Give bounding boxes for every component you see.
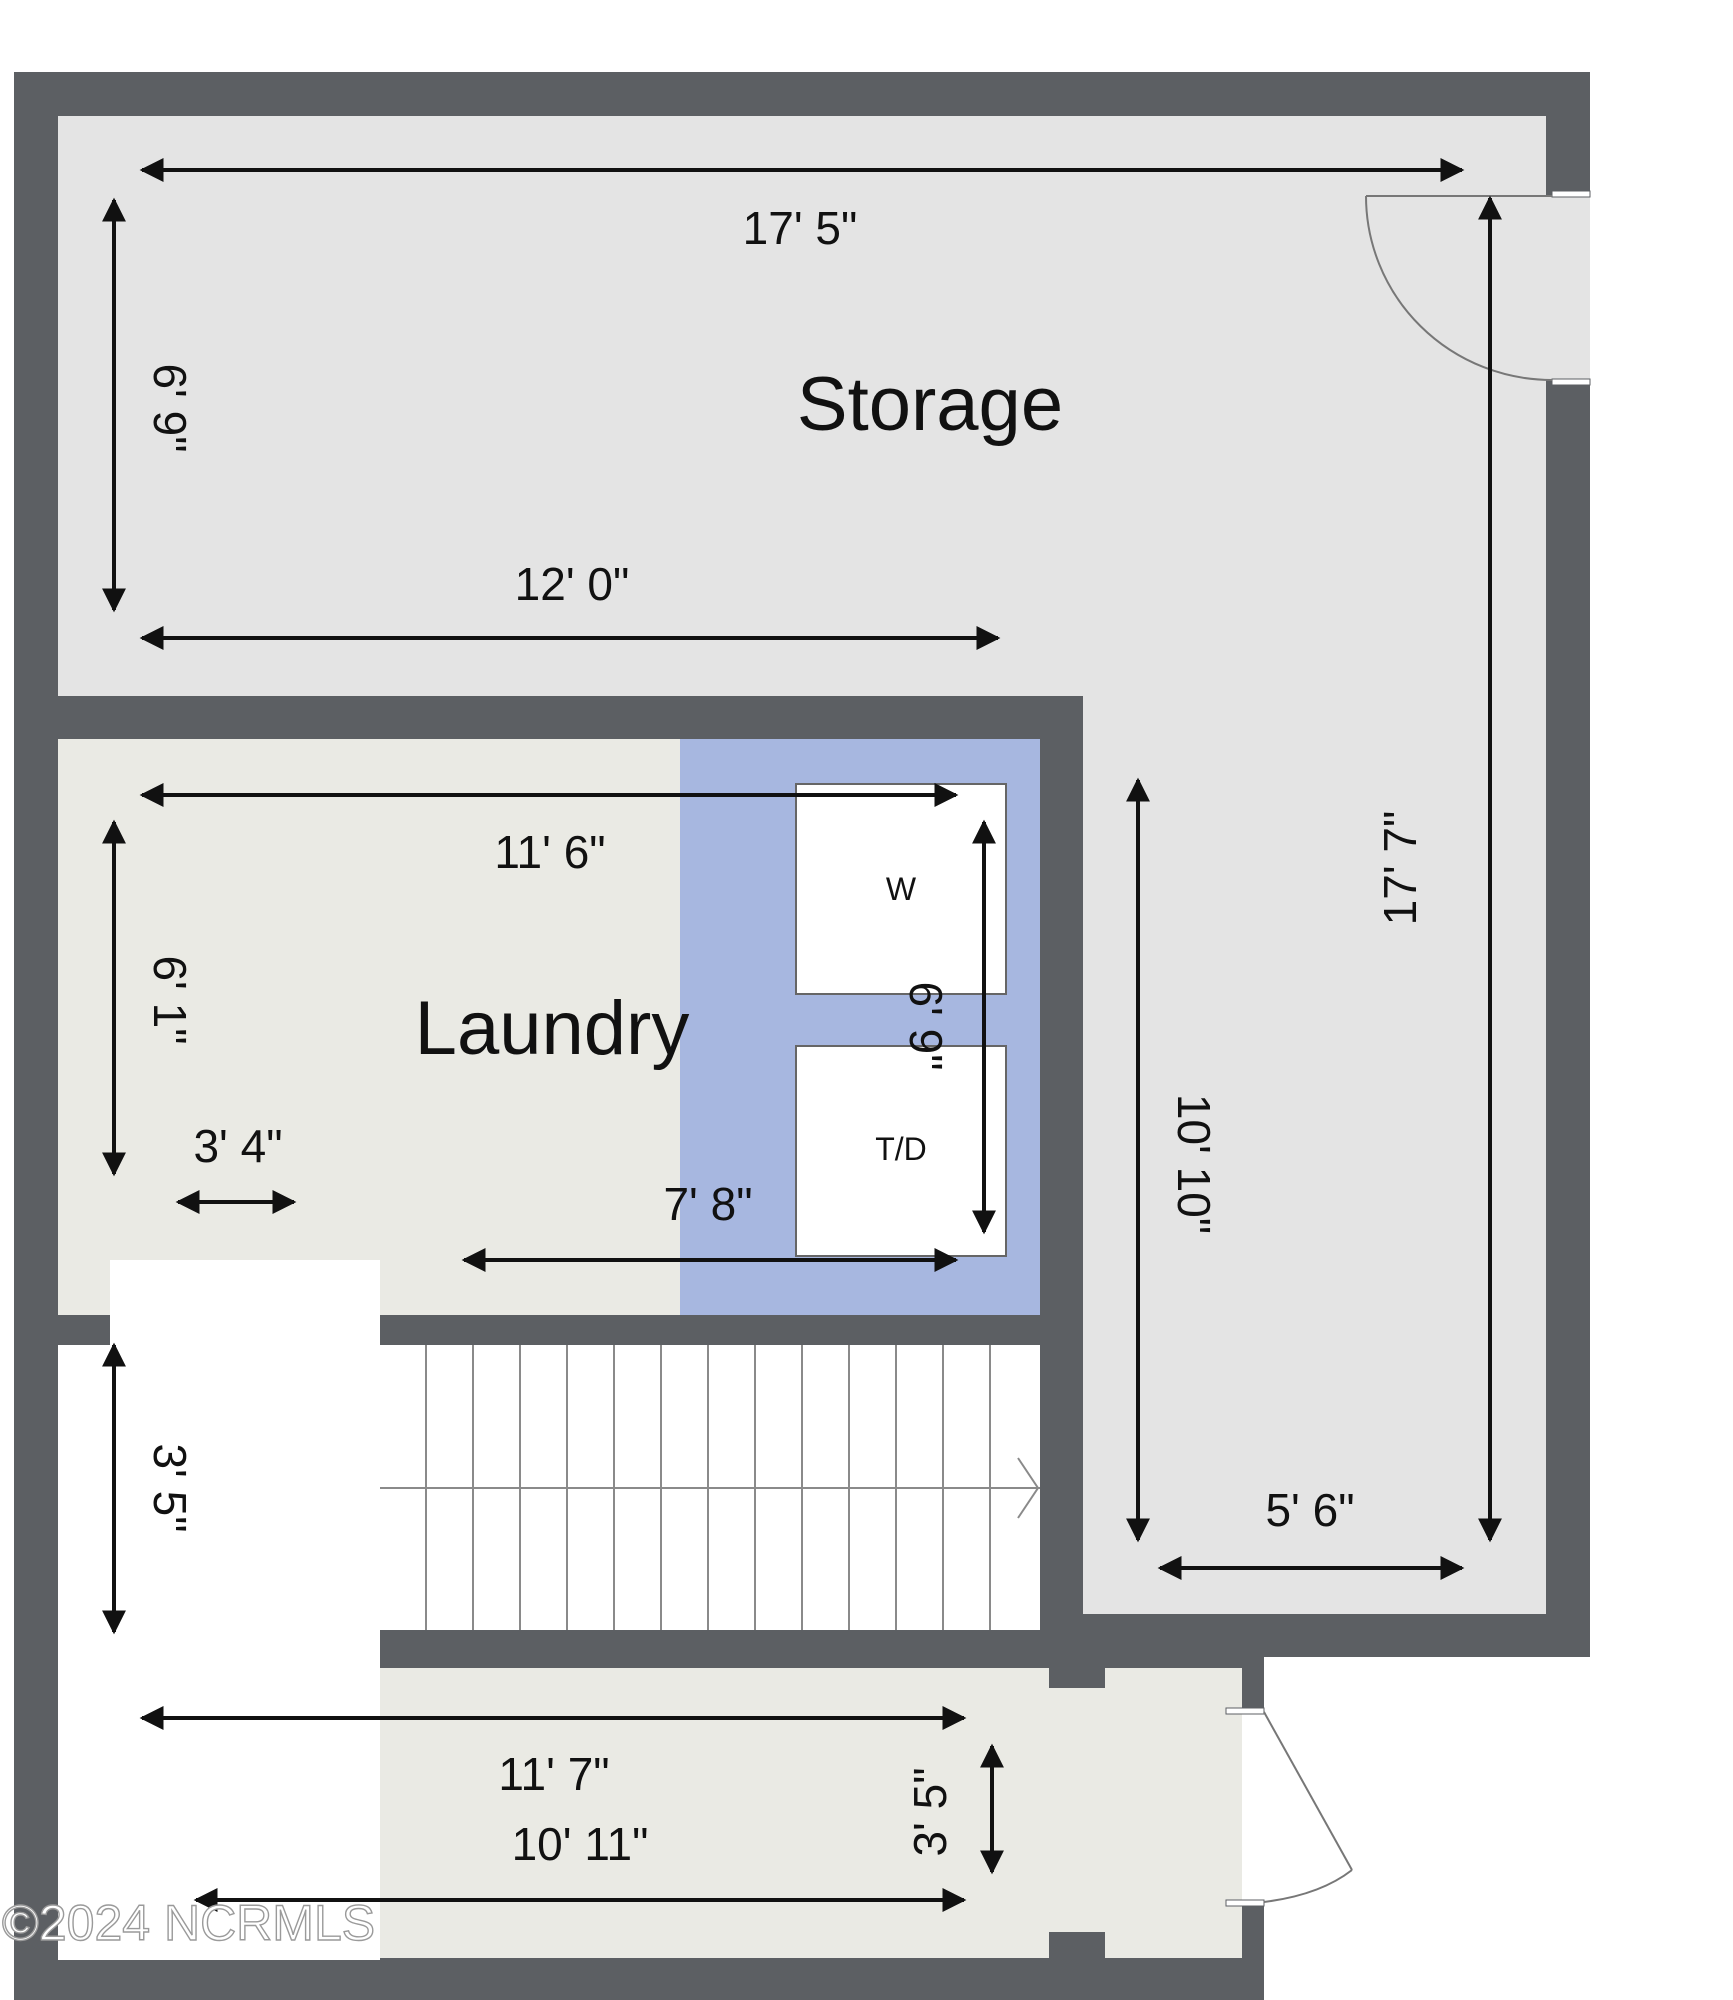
left-wall-strip — [14, 1250, 58, 2000]
hall-pillar-bottom — [1049, 1932, 1105, 1962]
dim-laundry-opening: 3' 4" — [193, 1120, 282, 1172]
storage-door — [1365, 190, 1591, 386]
dryer: T/D — [795, 1045, 1007, 1257]
staircase — [380, 1345, 1040, 1630]
dim-hall-height: 3' 5" — [904, 1767, 956, 1856]
dim-storage-leg-height: 10' 10" — [1168, 1094, 1220, 1234]
washer: W — [795, 783, 1007, 995]
dim-hall-width-upper: 11' 7" — [498, 1748, 609, 1800]
dim-laundry-width: 11' 6" — [494, 826, 605, 878]
dim-laundry-alcove-width: 7' 8" — [663, 1178, 752, 1230]
dim-laundry-alcove-height: 6' 9" — [900, 981, 952, 1070]
room-label-laundry: Laundry — [415, 986, 690, 1071]
dim-landing-height: 3' 5" — [144, 1443, 196, 1532]
dryer-label: T/D — [875, 1131, 927, 1167]
dim-storage-left-height: 6' 9" — [144, 363, 196, 452]
hall-door — [1225, 1707, 1353, 1907]
dimension-labels: 17' 5" 6' 9" 12' 0" 17' 7" 10' 10" 5' 6"… — [144, 202, 1426, 1870]
stair-landing — [110, 1260, 380, 1960]
hall-pillar-top — [1049, 1650, 1105, 1688]
landing-left — [58, 1345, 118, 1960]
storage-floor — [58, 116, 1546, 1614]
dim-storage-leg-width: 5' 6" — [1265, 1484, 1354, 1536]
dim-storage-width-lower: 12' 0" — [515, 558, 630, 610]
dim-storage-right-height: 17' 7" — [1374, 811, 1426, 926]
hallway-floor — [380, 1668, 1242, 1958]
dim-hall-width-lower: 10' 11" — [512, 1818, 649, 1870]
room-label-storage: Storage — [797, 362, 1063, 447]
washer-label: W — [886, 871, 917, 907]
dimension-arrows — [102, 158, 1502, 1912]
watermark: ©2024 NCRMLS — [2, 1895, 375, 1951]
dim-storage-width-top: 17' 5" — [743, 202, 858, 254]
dim-laundry-height: 6' 1" — [144, 955, 196, 1044]
